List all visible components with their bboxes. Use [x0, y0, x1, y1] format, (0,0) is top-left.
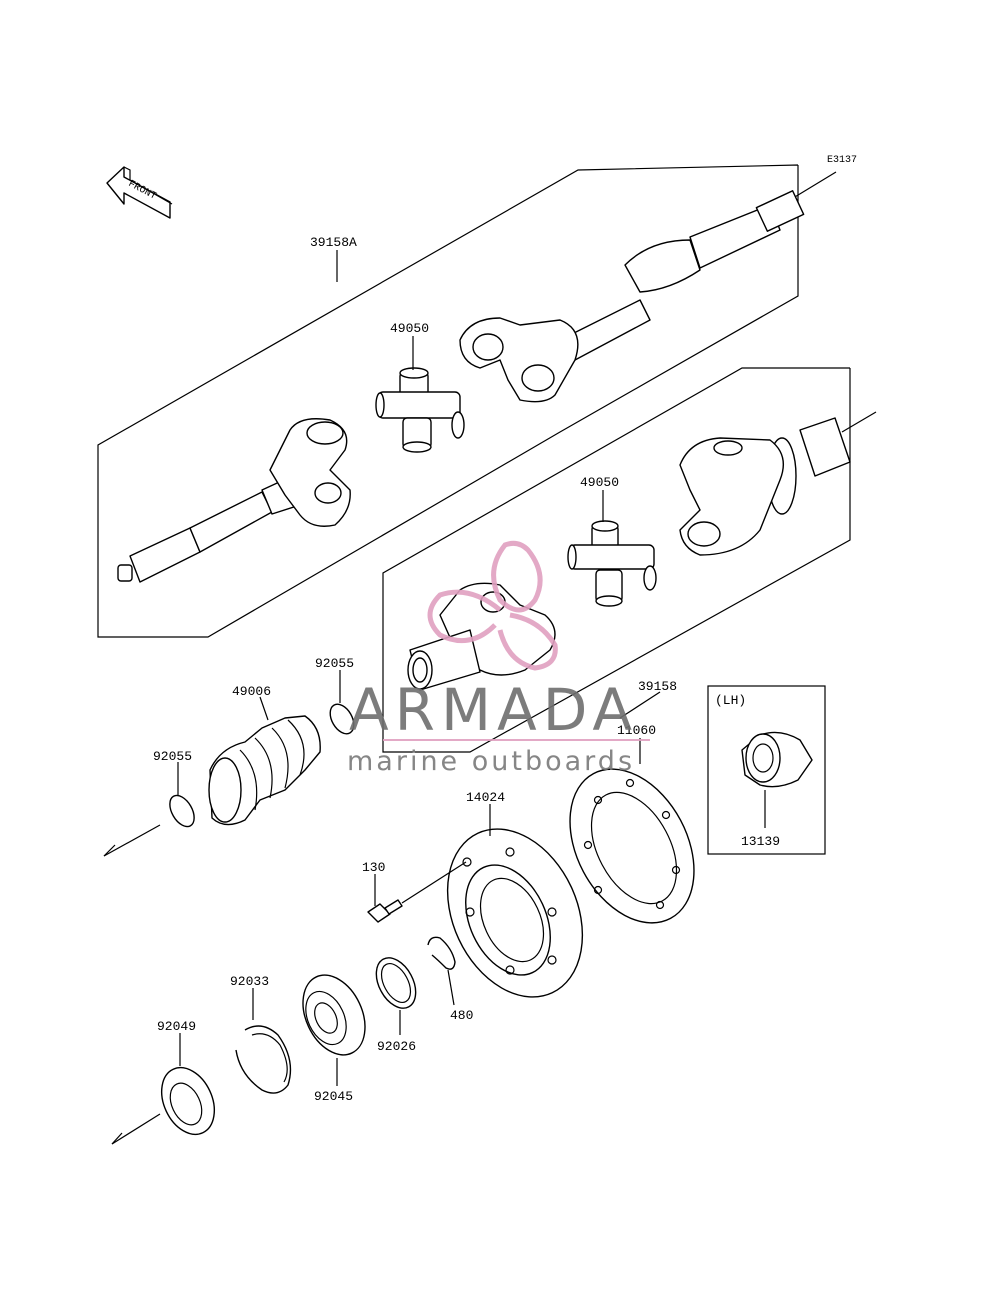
- label-92055-lower: 92055: [153, 749, 192, 764]
- label-11060: 11060: [617, 723, 656, 738]
- label-92033: 92033: [230, 974, 269, 989]
- label-39158: 39158: [638, 679, 677, 694]
- bolt-130: [367, 861, 467, 923]
- front-arrow-icon: FRONT: [106, 166, 173, 219]
- diagram-code: E3137: [827, 155, 857, 166]
- label-130: 130: [362, 860, 385, 875]
- direction-arrow-boot: [103, 824, 161, 857]
- drive-shaft-39158: [407, 417, 851, 691]
- label-92055-upper: 92055: [315, 656, 354, 671]
- snap-ring-92033: [235, 1025, 292, 1094]
- label-92049: 92049: [157, 1019, 196, 1034]
- bearing-92045: [302, 974, 366, 1056]
- washer-92026: [375, 957, 417, 1009]
- oil-seal-92049: [160, 1066, 216, 1136]
- lh-label: (LH): [715, 693, 746, 708]
- drive-shaft-39158A: [117, 190, 805, 583]
- universal-joint-49050-upper: [375, 367, 465, 453]
- label-92045: 92045: [314, 1089, 353, 1104]
- label-49006: 49006: [232, 684, 271, 699]
- label-39158A: 39158A: [310, 235, 357, 250]
- label-92026: 92026: [377, 1039, 416, 1054]
- upper-shaft-group-outline: [97, 164, 799, 638]
- label-14024: 14024: [466, 790, 505, 805]
- label-480: 480: [450, 1008, 473, 1023]
- o-ring-92055-lower: [169, 794, 195, 828]
- propeller-logo-icon: [427, 540, 558, 671]
- watermark: ARMADA marine outboards: [347, 540, 650, 777]
- direction-arrow-seal: [111, 1113, 161, 1145]
- label-49050-upper: 49050: [390, 321, 429, 336]
- watermark-title: ARMADA: [349, 676, 638, 744]
- watermark-subtitle: marine outboards: [347, 746, 635, 777]
- housing-14024: [446, 828, 584, 998]
- o-ring-92055-upper: [329, 703, 355, 735]
- gasket-11060: [569, 768, 695, 924]
- universal-joint-49050-lower: [567, 520, 657, 607]
- circlip-480: [427, 936, 456, 970]
- label-49050-lower: 49050: [580, 475, 619, 490]
- boot-49006: [208, 715, 321, 826]
- leader-lines: [177, 250, 661, 1086]
- lh-coupling-box: (LH) 13139: [707, 685, 826, 855]
- coupling-13139: [741, 731, 813, 788]
- label-13139: 13139: [741, 834, 780, 849]
- lower-shaft-group-outline: [382, 367, 851, 753]
